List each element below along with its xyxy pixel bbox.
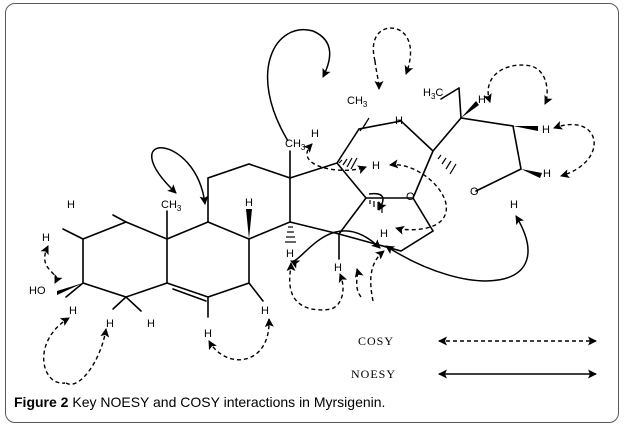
legend: COSY NOESY	[351, 334, 597, 381]
atom-h-20: H	[311, 128, 319, 140]
atom-h-14: H	[286, 248, 294, 260]
figure-caption: Figure 2 Key NOESY and COSY interactions…	[14, 394, 385, 410]
legend-noesy-label: NOESY	[351, 367, 396, 381]
cosy-arrows	[40, 27, 595, 385]
legend-cosy-label: COSY	[358, 334, 394, 348]
atom-ho: HO	[29, 285, 46, 297]
atom-h-23: H	[395, 115, 403, 127]
figure-frame: H H HO H H H CH3 H H H CH3 H H H O H H C…	[5, 3, 619, 423]
molecule-bonds	[62, 87, 522, 318]
structure-diagram: H H HO H H H CH3 H H H CH3 H H H O H H C…	[29, 27, 597, 385]
figure-label: Figure 2	[14, 394, 69, 410]
atom-h-25: H	[478, 94, 486, 106]
atom-h-16: H	[334, 262, 342, 274]
atom-h-9: H	[245, 197, 253, 209]
atom-h-26b: H	[543, 168, 551, 180]
atom-h-6: H	[204, 328, 212, 340]
atom-h-3b: H	[69, 305, 77, 317]
atom-ch3-21: CH3	[347, 95, 368, 109]
atom-h-7: H	[261, 305, 269, 317]
atom-h-3a: H	[42, 232, 50, 244]
atom-ch3-19: CH3	[161, 199, 182, 213]
atom-h-4a: H	[106, 318, 114, 330]
figure-caption-text: Key NOESY and COSY interactions in Myrsi…	[72, 394, 386, 410]
atom-h-17: H	[372, 160, 380, 172]
noesy-arrows	[151, 29, 529, 282]
atom-o-e: O	[406, 191, 415, 203]
atom-h3c: H3C	[423, 87, 443, 101]
atom-labels: H H HO H H H CH3 H H H CH3 H H H O H H C…	[29, 87, 551, 340]
atom-o-f: O	[470, 186, 479, 198]
atom-h-2: H	[67, 199, 75, 211]
atom-h-15: H	[380, 228, 388, 240]
atom-h-27: H	[510, 199, 518, 211]
atom-h-26a: H	[542, 124, 550, 136]
atom-h-4b: H	[147, 318, 155, 330]
wedge-bonds	[57, 101, 542, 295]
